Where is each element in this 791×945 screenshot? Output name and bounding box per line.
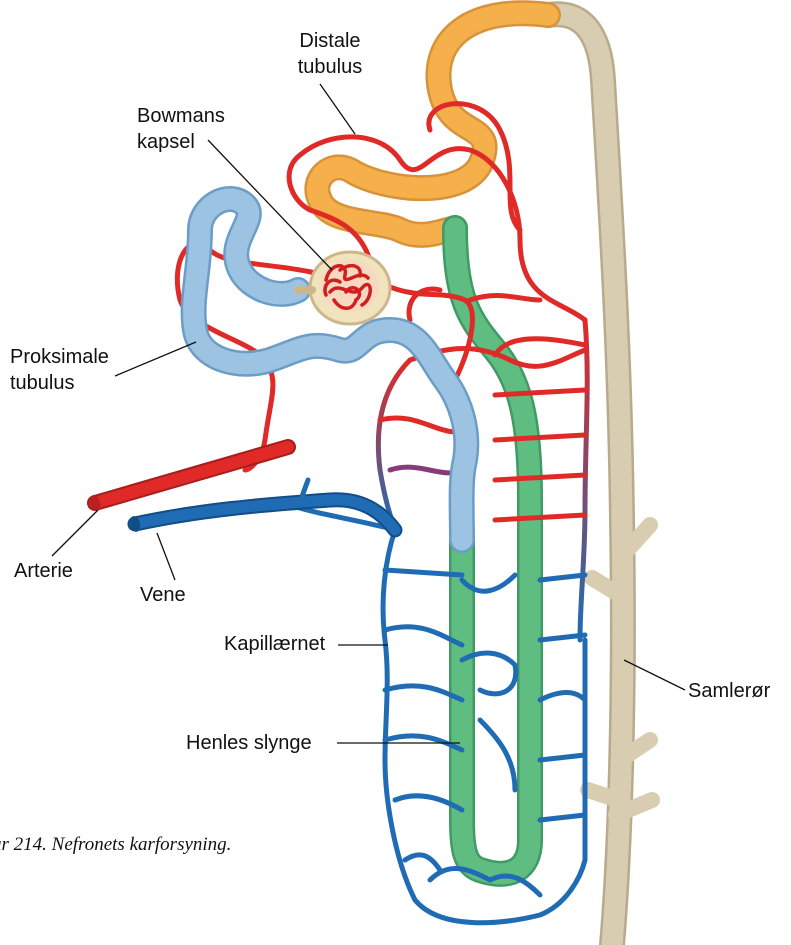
label-distal-tubule: Distale tubulus <box>290 28 370 80</box>
label-bowman-line2: kapsel <box>125 129 245 155</box>
figure-caption: ur 214. Nefronets karforsyning. <box>0 834 231 856</box>
label-proximal-tubule: Proksimale tubulus <box>10 344 109 396</box>
label-bowman-capsule: Bowmans kapsel <box>125 103 245 155</box>
label-distal-line2: tubulus <box>290 54 370 80</box>
label-proximal-line2: tubulus <box>10 370 109 396</box>
label-vein: Vene <box>140 582 186 608</box>
proximal-tubule <box>194 199 467 540</box>
label-bowman-line1: Bowmans <box>125 103 245 129</box>
label-collecting-duct: Samlerør <box>688 678 770 704</box>
label-artery: Arterie <box>14 558 73 584</box>
label-distal-line1: Distale <box>290 28 370 54</box>
bowman-capsule <box>298 252 390 324</box>
collecting-duct <box>548 14 652 945</box>
label-capillary-network: Kapillærnet <box>224 631 325 657</box>
label-henle-loop: Henles slynge <box>186 730 312 756</box>
label-proximal-line1: Proksimale <box>10 344 109 370</box>
